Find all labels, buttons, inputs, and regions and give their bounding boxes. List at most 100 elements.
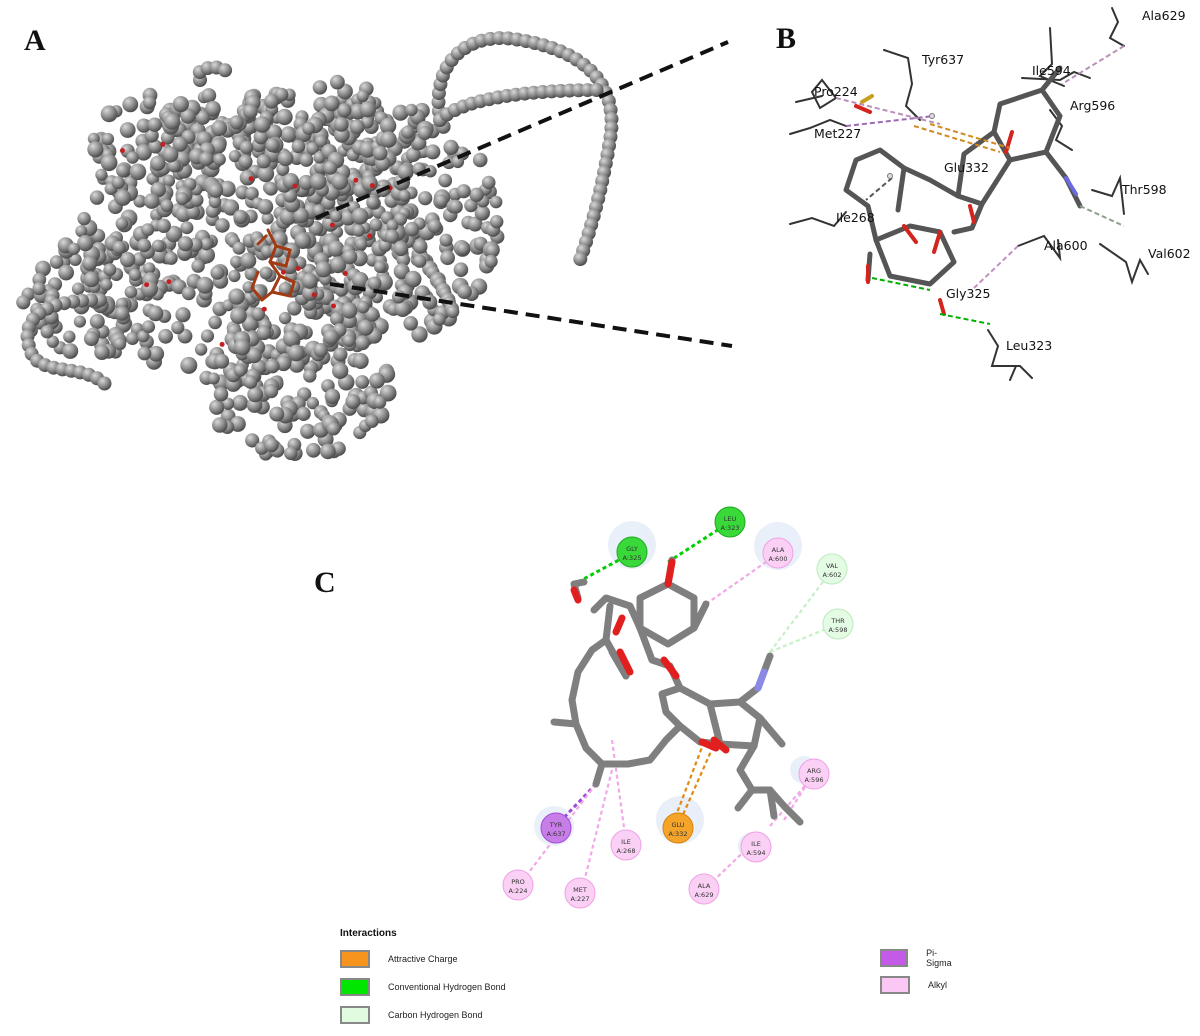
legend-swatch-carbon-hbond <box>340 1006 370 1024</box>
protein-atom-sphere <box>135 144 152 161</box>
protein-atom-sphere <box>156 218 171 233</box>
protein-atom-sphere <box>296 406 311 421</box>
legend-item-conventional-hbond: Conventional Hydrogen Bond <box>340 978 506 996</box>
protein-atom-sphere <box>228 288 245 305</box>
protein-atom-sphere <box>355 375 370 389</box>
residue-name: TYR <box>549 821 563 829</box>
protein-atom-sphere <box>119 122 136 138</box>
protein-atom-sphere <box>404 221 420 237</box>
binding-pose-3d: Ala629 Tyr637 Ile594 Pro224 Arg596 Met22… <box>789 7 1191 381</box>
protein-atom-sphere <box>67 242 81 255</box>
residue-label-pro224: Pro224 <box>814 84 858 99</box>
protein-atom-sphere <box>115 217 129 230</box>
protein-atom-sphere <box>345 394 361 410</box>
protein-atom-sphere <box>207 372 220 385</box>
protein-atom-sphere <box>411 326 428 343</box>
interactions-legend: Interactions Attractive Charge Conventio… <box>340 928 960 1028</box>
residue-label-ala600: Ala600 <box>1044 238 1088 253</box>
protein-atom-sphere <box>128 268 142 281</box>
residue-name: GLY <box>626 545 638 553</box>
protein-atom-sphere <box>302 122 315 135</box>
protein-atom-sphere <box>251 307 266 321</box>
protein-atom-sphere <box>372 145 388 161</box>
protein-heteroatom-speck <box>353 177 359 183</box>
residue-name: LEU <box>724 515 737 523</box>
residue-name: GLU <box>671 821 684 829</box>
protein-atom-sphere <box>191 259 205 273</box>
protein-atom-sphere <box>73 315 86 328</box>
residue-name: ILE <box>751 840 761 848</box>
protein-atom-sphere <box>293 207 309 224</box>
zoom-lines <box>315 40 733 348</box>
protein-atom-sphere <box>401 125 415 139</box>
protein-atom-sphere <box>111 176 125 190</box>
protein-surface-model <box>16 31 619 461</box>
protein-atom-sphere <box>330 74 345 90</box>
protein-atom-sphere <box>201 88 217 103</box>
protein-atom-sphere <box>327 240 345 257</box>
legend-swatch-conventional-hbond <box>340 978 370 996</box>
protein-atom-sphere <box>77 211 91 226</box>
protein-atom-sphere <box>315 261 332 278</box>
residue-bubble-circle <box>662 812 694 844</box>
protein-atom-sphere <box>142 320 156 334</box>
protein-atom-sphere <box>83 331 99 347</box>
protein-atom-sphere <box>257 199 274 215</box>
protein-atom-sphere <box>451 155 465 169</box>
protein-atom-sphere <box>443 139 459 155</box>
protein-atom-sphere <box>164 113 181 130</box>
residue-bubble-circle <box>616 536 648 568</box>
ligand-in-pocket <box>250 228 296 302</box>
protein-atom-sphere <box>329 256 347 274</box>
protein-atom-sphere <box>171 321 185 335</box>
protein-atom-sphere <box>259 266 273 280</box>
protein-atom-sphere <box>215 218 230 233</box>
protein-atom-sphere <box>457 284 472 300</box>
protein-heteroatom-speck <box>329 222 335 228</box>
protein-atom-sphere <box>165 225 183 243</box>
protein-atom-sphere <box>158 328 174 344</box>
protein-atom-sphere <box>453 262 469 278</box>
protein-atom-sphere <box>239 140 254 155</box>
protein-atom-sphere <box>432 313 446 326</box>
protein-atom-sphere <box>243 104 258 119</box>
protein-atom-sphere <box>306 442 321 458</box>
protein-atom-sphere <box>136 118 151 133</box>
protein-atom-sphere <box>281 257 299 275</box>
residue-bubble-circle <box>502 869 534 901</box>
residue-label-ala629: Ala629 <box>1142 8 1186 23</box>
protein-sphere-cluster <box>16 74 505 461</box>
protein-atom-sphere <box>357 319 374 336</box>
protein-atom-sphere <box>95 168 108 181</box>
protein-atom-sphere <box>68 253 82 266</box>
protein-atom-sphere <box>133 194 147 208</box>
protein-atom-sphere <box>208 315 222 330</box>
ligand-heteroatoms-2d <box>570 558 768 754</box>
protein-atom-sphere <box>427 219 442 234</box>
protein-atom-sphere <box>175 307 191 323</box>
protein-atom-sphere <box>205 100 221 117</box>
protein-heteroatom-speck <box>369 183 375 189</box>
protein-atom-sphere <box>124 285 138 299</box>
protein-atom-sphere <box>323 160 338 175</box>
loop-atom-sphere <box>218 63 233 78</box>
protein-atom-sphere <box>137 238 152 253</box>
protein-atom-sphere <box>490 215 504 229</box>
protein-atom-sphere <box>284 446 298 461</box>
protein-atom-sphere <box>351 271 369 289</box>
protein-atom-sphere <box>119 251 136 268</box>
protein-atom-sphere <box>144 128 159 143</box>
panel-label-b: B <box>776 22 797 55</box>
protein-atom-sphere <box>209 399 225 415</box>
protein-atom-sphere <box>474 205 490 221</box>
protein-atom-sphere <box>151 239 165 252</box>
residue-label-leu323: Leu323 <box>1006 338 1052 353</box>
protein-atom-sphere <box>413 239 428 254</box>
protein-atom-sphere <box>373 395 387 409</box>
